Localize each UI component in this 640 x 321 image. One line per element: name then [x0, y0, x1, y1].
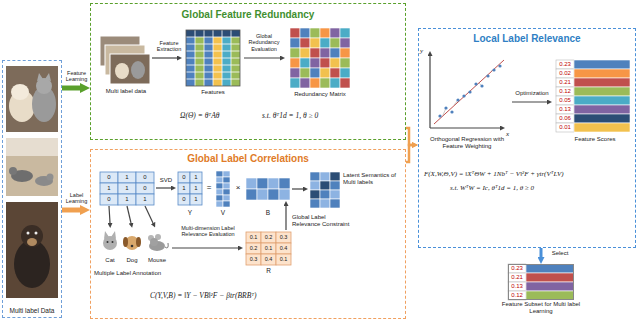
matrix-label: V [214, 209, 232, 216]
matrix-cell: 1 [190, 183, 202, 194]
table-caption: Feature Subset for Multi label Learning [493, 301, 589, 315]
scatter-plot [434, 60, 504, 124]
photo [6, 66, 58, 132]
feature-panel: Global Feature Redundancy [90, 3, 406, 140]
data-panel: Multi label Data [2, 60, 62, 318]
label-matrix [100, 172, 202, 205]
matrix-cell: 1 [118, 194, 136, 205]
arrow-label: Global Label Relevance Constraint [292, 214, 354, 228]
process-arrows [109, 56, 547, 248]
score-value: 0.01 [556, 123, 574, 132]
photo [6, 138, 58, 196]
axis-label: x [506, 130, 514, 138]
edge-label: Select [547, 250, 573, 257]
arrow-label: SVD [154, 177, 178, 184]
image-label: Multi label data [98, 88, 154, 95]
arrow-label: Global Redundancy Evaluation [243, 33, 285, 52]
score-value: 0.13 [556, 105, 574, 114]
matrix-cell: 0.3 [276, 232, 291, 243]
matrix-cell: 0 [136, 183, 154, 194]
photo-stack [100, 36, 150, 84]
matrix-cell: 0 [136, 172, 154, 183]
matrix-label: R [246, 267, 291, 274]
matrix-cell: 0.1 [276, 254, 291, 265]
relevance-matrix [246, 232, 291, 265]
matrix-cell: 1 [136, 194, 154, 205]
formula: s.t. θᵀ1d = 1, θ ≥ 0 [262, 112, 372, 121]
panel-caption: Multi label Data [3, 307, 61, 314]
feature-matrix [186, 30, 240, 86]
matrix-cell: 0 [100, 172, 118, 183]
matrix-cell: 0.1 [246, 232, 261, 243]
edge-label: Label Learning [63, 192, 90, 205]
panel-title: Global Label Correlations [91, 153, 405, 165]
score-value: 0.02 [556, 69, 574, 78]
animal-icons [103, 231, 168, 251]
matrix-cell: 1 [178, 183, 190, 194]
connector [406, 128, 412, 145]
score-value: 0.23 [556, 60, 574, 69]
matrix-label: Redundancy Matrix [285, 91, 355, 98]
score-value: 0.23 [508, 264, 526, 273]
axis-label: y [420, 47, 428, 55]
matrix-cell: 0.2 [261, 232, 276, 243]
subset-rows [508, 264, 574, 300]
connector [540, 248, 543, 257]
connector [62, 86, 80, 91]
score-value: 0.21 [508, 273, 526, 282]
score-value: 0.12 [556, 87, 574, 96]
score-value: 0.21 [556, 78, 574, 87]
arrow-label: Feature Extraction [152, 40, 186, 53]
operator: × [232, 183, 244, 192]
photo [6, 202, 58, 298]
redundancy-matrix [290, 28, 350, 88]
icon-label: Dog [122, 257, 142, 264]
matrix-label: Y [178, 209, 202, 216]
matrix-cell: 1 [190, 194, 202, 205]
matrix-label: B [246, 209, 290, 216]
matrix-cell: 1 [100, 183, 118, 194]
note: Multiple Label Annotation [94, 270, 178, 277]
plot-caption: Orthogonal Regression with Feature Weigh… [422, 136, 512, 150]
table-caption: Feature Scores [560, 136, 630, 143]
connector [62, 208, 80, 213]
arrow-label: Multi-dimension Label Relevance Evaluati… [176, 225, 240, 238]
matrix-cell: 0.4 [276, 243, 291, 254]
matrix-cell: 0.4 [261, 254, 276, 265]
matrix-label: Features [186, 89, 240, 96]
score-value: 0.12 [508, 291, 526, 300]
note: Latent Semantics of Multi labels [343, 172, 401, 186]
score-value: 0.06 [556, 114, 574, 123]
formula: s.t. WᵀW = Ic, θᵀ1d = 1, θ ≥ 0 [450, 184, 630, 192]
score-table [556, 60, 630, 132]
operator: = [203, 183, 215, 192]
edge-label: Feature Learning [63, 70, 90, 83]
panel-title: Global Feature Redundancy [91, 9, 405, 21]
icon-label: Mouse [144, 257, 170, 264]
score-value: 0.13 [508, 282, 526, 291]
matrix-cell: 1 [118, 183, 136, 194]
formula: Ω(Θ) = θᵀAθ [180, 112, 260, 121]
connector [406, 145, 412, 162]
matrix-cell: 0.2 [246, 243, 261, 254]
matrix-cell: 1 [118, 172, 136, 183]
arrow-label: Optimization [512, 90, 552, 97]
formula: F(X,W,Θ,V) = ‖XᵀΘW + 1Nbᵀ − V‖²F + γtr(V… [424, 170, 634, 178]
matrix-cell: 1 [190, 172, 202, 183]
factor-matrices [216, 171, 340, 208]
matrix-cell: 0 [178, 194, 190, 205]
matrix-cell: 0.3 [246, 254, 261, 265]
matrix-cell: 0.1 [261, 243, 276, 254]
panel-title: Local Label Relevance [419, 33, 635, 45]
score-value: 0.05 [556, 96, 574, 105]
formula: C(Y,V,B) = ‖Y − VB‖²F − βtr(BRBᵀ) [150, 292, 380, 301]
icon-label: Cat [100, 257, 120, 264]
matrix-cell: 0 [178, 172, 190, 183]
matrix-cell: 0 [100, 194, 118, 205]
